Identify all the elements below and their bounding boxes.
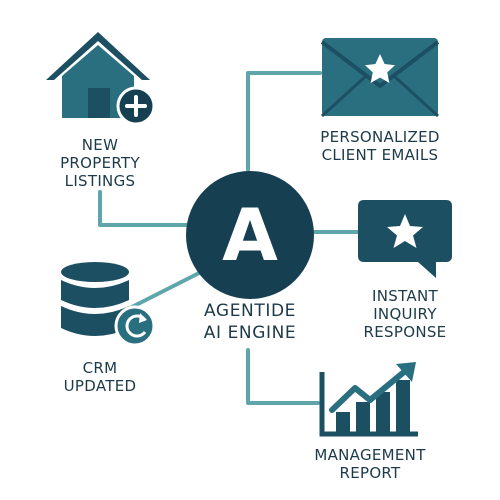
- house-plus-icon: [46, 32, 156, 126]
- label-inquiry-response: INSTANT INQUIRY RESPONSE: [363, 287, 447, 341]
- database-refresh-icon: [61, 262, 156, 347]
- label-management-report: MANAGEMENT REPORT: [314, 446, 426, 482]
- label-crm-updated: CRM UPDATED: [63, 359, 137, 395]
- engine-circle: [186, 171, 314, 299]
- engine-node: A: [186, 171, 314, 299]
- bar-chart-trend-icon: [319, 362, 418, 437]
- engine-title: AGENTIDE AI ENGINE: [203, 301, 297, 343]
- connector-listings: [98, 190, 192, 227]
- connector-emails: [246, 71, 322, 172]
- connector-report: [246, 348, 320, 405]
- label-client-emails: PERSONALIZED CLIENT EMAILS: [320, 128, 440, 164]
- label-new-listings: NEW PROPERTY LISTINGS: [60, 136, 140, 190]
- envelope-star-icon: [320, 38, 440, 118]
- engine-letter: A: [222, 193, 278, 277]
- connector-lines: [98, 71, 362, 405]
- chat-star-icon: [358, 200, 452, 278]
- connector-crm: [128, 268, 207, 310]
